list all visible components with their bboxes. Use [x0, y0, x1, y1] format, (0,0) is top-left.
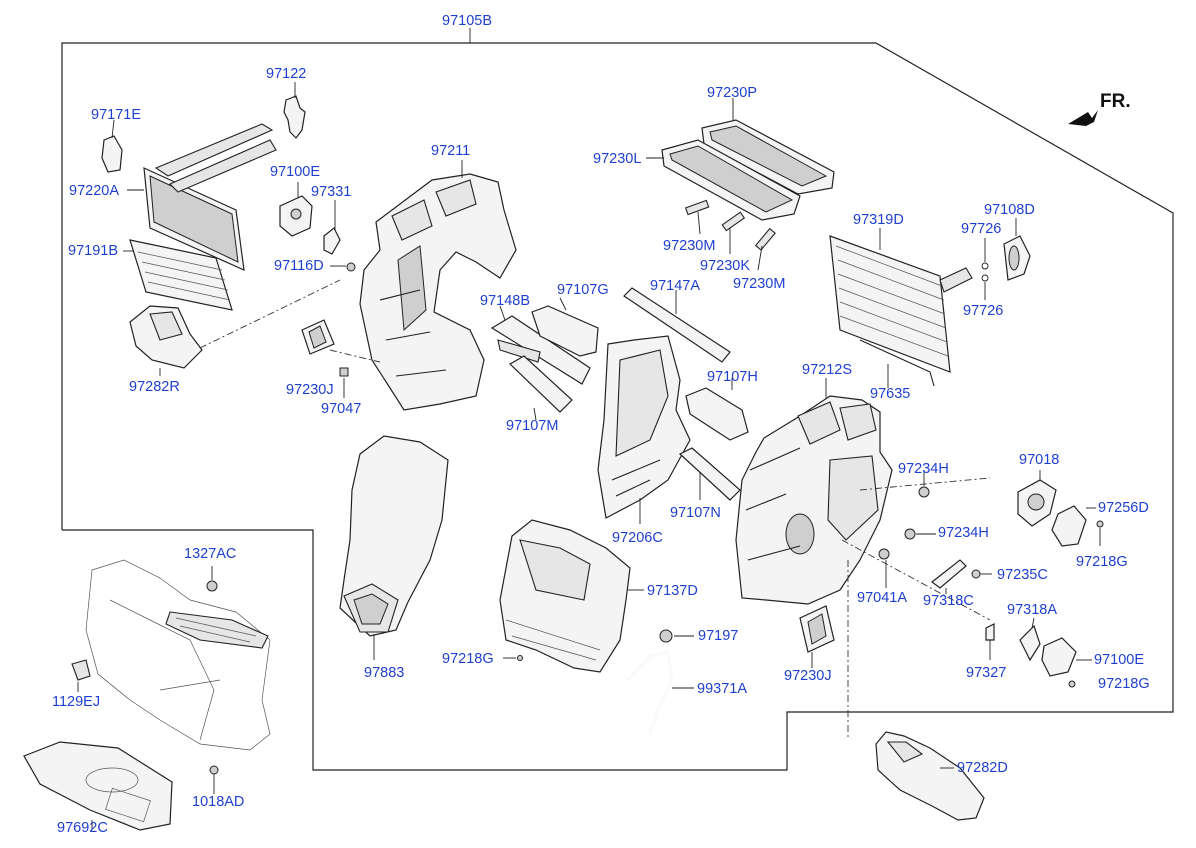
part-label-97105B[interactable]: 97105B [442, 13, 492, 29]
part-label-99371A[interactable]: 99371A [697, 681, 747, 697]
part-label-97147A[interactable]: 97147A [650, 278, 700, 294]
part-label-97206C[interactable]: 97206C [612, 530, 663, 546]
part-label-97282R[interactable]: 97282R [129, 379, 180, 395]
part-label-97282D[interactable]: 97282D [957, 760, 1008, 776]
part-label-97234H-upper[interactable]: 97234H [898, 461, 949, 477]
strip-97147A [623, 287, 731, 363]
part-label-97726-lower[interactable]: 97726 [963, 303, 1004, 319]
part-label-97327[interactable]: 97327 [966, 665, 1007, 681]
evaporator-97319D [829, 228, 973, 388]
part-label-97171E[interactable]: 97171E [91, 107, 141, 123]
part-label-97018[interactable]: 97018 [1019, 452, 1060, 468]
case-97211 [359, 160, 517, 411]
assembly-frame [61, 28, 1174, 771]
part-label-97041A[interactable]: 97041A [857, 590, 907, 606]
part-label-97726-upper[interactable]: 97726 [961, 221, 1002, 237]
part-label-97218G-center[interactable]: 97218G [442, 651, 494, 667]
part-label-1129EJ[interactable]: 1129EJ [52, 694, 101, 710]
part-label-97100E-upper[interactable]: 97100E [270, 164, 320, 180]
part-label-97256D[interactable]: 97256D [1098, 500, 1149, 516]
part-label-97100E-lower[interactable]: 97100E [1094, 652, 1144, 668]
front-direction-label: FR. [1100, 91, 1131, 112]
part-label-97234H-lower[interactable]: 97234H [938, 525, 989, 541]
part-label-97331[interactable]: 97331 [311, 184, 352, 200]
part-label-97230M-right[interactable]: 97230M [733, 276, 786, 292]
front-arrow-icon [1068, 110, 1098, 126]
part-label-97319D[interactable]: 97319D [853, 212, 904, 228]
part-label-97122[interactable]: 97122 [266, 66, 307, 82]
part-label-97107M[interactable]: 97107M [506, 418, 559, 434]
part-label-97148B[interactable]: 97148B [480, 293, 530, 309]
part-label-97230L[interactable]: 97230L [593, 151, 642, 167]
part-label-97230J-left[interactable]: 97230J [286, 382, 334, 398]
part-label-97191B[interactable]: 97191B [68, 243, 118, 259]
part-label-97116D[interactable]: 97116D [274, 258, 324, 274]
part-label-97218G-right-upper[interactable]: 97218G [1076, 554, 1128, 570]
part-label-97107G[interactable]: 97107G [557, 282, 609, 298]
seal-97108D [981, 218, 1031, 300]
part-label-97220A[interactable]: 97220A [69, 183, 119, 199]
part-label-1018AD[interactable]: 1018AD [192, 794, 245, 810]
case-97206C [597, 335, 749, 524]
duct-97282D [875, 731, 985, 821]
case-97212S [735, 378, 991, 740]
part-label-97230P[interactable]: 97230P [707, 85, 757, 101]
filters-97230P-97230L [646, 98, 835, 271]
part-label-97318C[interactable]: 97318C [923, 593, 974, 609]
part-label-97692C[interactable]: 97692C [57, 820, 108, 836]
bracket-97122 [283, 82, 306, 139]
small-parts-right [878, 470, 1104, 688]
part-label-97318A[interactable]: 97318A [1007, 602, 1057, 618]
part-label-1327AC[interactable]: 1327AC [184, 546, 237, 562]
part-label-97212S[interactable]: 97212S [802, 362, 852, 378]
frame-97230J-right [799, 605, 835, 668]
part-label-97230M-left[interactable]: 97230M [663, 238, 716, 254]
part-label-97197[interactable]: 97197 [698, 628, 739, 644]
doors-97148B-97107G-97107M [490, 297, 599, 421]
part-label-97107N[interactable]: 97107N [670, 505, 721, 521]
duct-97282R [129, 279, 341, 376]
part-label-97107H[interactable]: 97107H [707, 369, 758, 385]
part-label-97230J-right[interactable]: 97230J [784, 668, 832, 684]
part-label-97218G-right-lower[interactable]: 97218G [1098, 676, 1150, 692]
frame-97230J-left [301, 319, 381, 398]
heater-core-97220A [101, 119, 277, 271]
case-97137D [499, 519, 644, 673]
part-label-97047[interactable]: 97047 [321, 401, 362, 417]
part-label-97235C[interactable]: 97235C [997, 567, 1048, 583]
duct-97883 [339, 435, 449, 660]
part-label-97211[interactable]: 97211 [431, 143, 471, 159]
actuator-97100E-left [279, 182, 356, 272]
part-label-97230K[interactable]: 97230K [700, 258, 750, 274]
part-label-97635[interactable]: 97635 [870, 386, 911, 402]
part-label-97108D[interactable]: 97108D [984, 202, 1035, 218]
inset-vehicle-view [23, 559, 271, 831]
drain-hose-99371A [626, 629, 694, 733]
part-label-97883[interactable]: 97883 [364, 665, 405, 681]
filter-97191B [123, 239, 233, 311]
part-label-97137D[interactable]: 97137D [647, 583, 698, 599]
